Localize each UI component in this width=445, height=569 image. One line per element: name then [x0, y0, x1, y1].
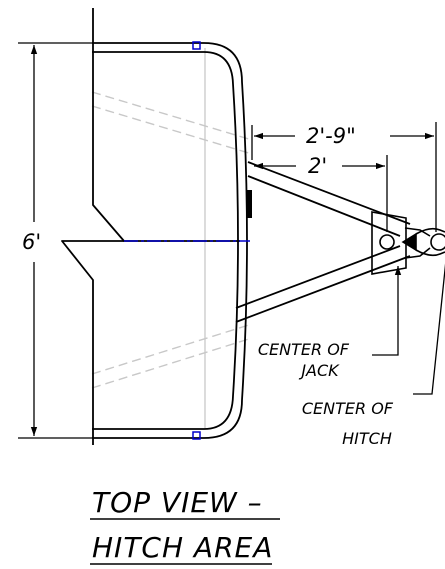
horizontal-dimensions [251, 122, 437, 232]
view-title-line1: TOP VIEW – [92, 486, 263, 519]
hitch-callout: CENTER OF HITCH [302, 399, 398, 448]
jack-center [379, 234, 395, 250]
height-dimension-label: 6' [22, 230, 41, 254]
hitch-offset-label: 2'-9" [306, 124, 356, 148]
jack-offset-label: 2' [308, 154, 327, 178]
jack-plate [371, 211, 407, 275]
corner-marker-bottom [192, 431, 201, 440]
jack-callout: CENTER OF JACK [258, 340, 354, 380]
trailer-outline [61, 8, 248, 445]
callout-leaders [372, 263, 445, 395]
view-title-line2: HITCH AREA [92, 531, 273, 564]
front-plate [247, 190, 252, 218]
height-dimension [18, 42, 92, 439]
hitch-coupler [401, 227, 445, 259]
hidden-frame-lines [91, 91, 253, 389]
corner-marker-top [192, 41, 201, 50]
tongue-a-frame [235, 161, 411, 323]
